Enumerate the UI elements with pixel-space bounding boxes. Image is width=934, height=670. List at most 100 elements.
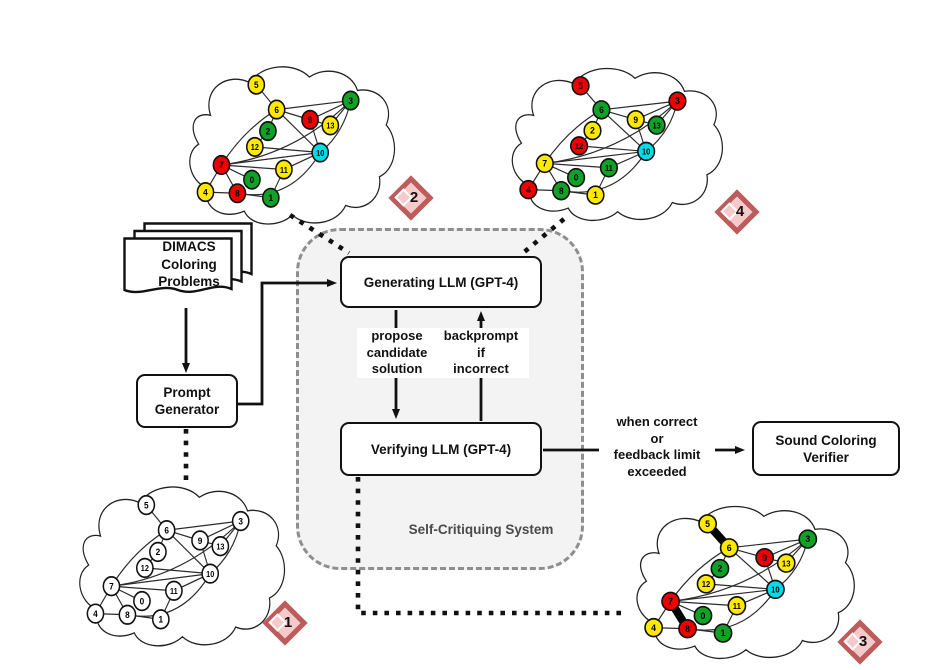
generating-llm-box: Generating LLM (GPT-4) bbox=[340, 256, 542, 308]
graph-node-13 bbox=[776, 553, 796, 573]
graph-node-label-4: 4 bbox=[203, 187, 208, 198]
graph-node-label-0: 0 bbox=[574, 172, 579, 182]
graph-node-label-8: 8 bbox=[235, 188, 240, 199]
propose-line2: candidate bbox=[366, 344, 428, 360]
graph-node-label-1: 1 bbox=[159, 614, 164, 625]
graph-node-label-7: 7 bbox=[109, 581, 114, 592]
graph-node-label-3: 3 bbox=[675, 96, 680, 106]
dimacs-documents-icon bbox=[123, 222, 253, 294]
graph-edge-6-10 bbox=[728, 547, 776, 590]
graph-edge-7-11 bbox=[670, 600, 737, 607]
graph-node-label-6: 6 bbox=[274, 104, 279, 115]
graph-edge-7-3 bbox=[670, 538, 809, 602]
graph-edge-7-3 bbox=[221, 100, 352, 166]
graph-node-2 bbox=[583, 120, 602, 141]
graph-node-label-12: 12 bbox=[141, 564, 150, 574]
graph-node-0 bbox=[693, 605, 713, 626]
graph-edge-8-10 bbox=[687, 589, 776, 631]
graph-edge-6-3 bbox=[166, 520, 241, 531]
graph-node-13 bbox=[321, 115, 340, 136]
graph-node-3 bbox=[668, 91, 687, 111]
verifying-llm-box: Verifying LLM (GPT-4) bbox=[340, 422, 542, 476]
graph-node-label-6: 6 bbox=[164, 525, 169, 536]
graph-node-label-8: 8 bbox=[125, 610, 130, 621]
badge-number: 2 bbox=[409, 189, 419, 206]
graph-edge-12-10 bbox=[579, 145, 647, 152]
graph-node-label-7: 7 bbox=[542, 158, 547, 168]
step-badge-2: 2 bbox=[387, 174, 435, 222]
badge-number: 1 bbox=[283, 614, 293, 631]
arrow-promptgen-to-generating bbox=[238, 279, 337, 406]
backprompt-line1: backprompt bbox=[443, 328, 519, 343]
dimacs-line1: DIMACS bbox=[162, 239, 216, 254]
prompt-generator-line2: Generator bbox=[154, 402, 220, 417]
graph-node-label-7: 7 bbox=[219, 160, 224, 171]
prompt-generator-line1: Prompt bbox=[163, 385, 211, 400]
graph-edge-12-10 bbox=[144, 567, 211, 575]
propose-label: propose candidate solution bbox=[357, 328, 437, 378]
graph-edge-6-3 bbox=[276, 99, 351, 111]
graph-node-label-10: 10 bbox=[642, 147, 650, 156]
graph-node-4 bbox=[519, 179, 538, 200]
graph-node-10 bbox=[637, 141, 656, 162]
graph-node-12 bbox=[696, 574, 716, 594]
dimacs-line3: Problems bbox=[158, 274, 220, 289]
when-line2: or bbox=[650, 430, 664, 446]
step-badge-4: 4 bbox=[713, 188, 761, 236]
graph-node-label-5: 5 bbox=[705, 519, 710, 529]
graph-node-4 bbox=[86, 603, 105, 624]
graph-node-label-10: 10 bbox=[771, 585, 780, 594]
graph-node-label-9: 9 bbox=[762, 553, 767, 563]
graph-node-11 bbox=[599, 158, 618, 178]
when-line4: exceeded bbox=[627, 463, 687, 479]
graph-node-6 bbox=[267, 99, 286, 120]
backprompt-line3: incorrect bbox=[453, 361, 509, 376]
graph-node-label-11: 11 bbox=[170, 587, 178, 597]
graph-node-label-7: 7 bbox=[668, 596, 673, 606]
graph-edge-7-10 bbox=[111, 572, 211, 587]
graph-node-label-13: 13 bbox=[216, 542, 225, 552]
when-line1: when correct bbox=[616, 414, 698, 429]
graph-node-7 bbox=[102, 576, 121, 597]
system-label: Self-Critiquing System bbox=[408, 522, 554, 537]
graph-node-4 bbox=[196, 182, 215, 203]
graph-node-11 bbox=[165, 580, 183, 601]
graph-node-8 bbox=[228, 183, 247, 204]
badge-number: 3 bbox=[858, 633, 868, 650]
graph-node-12 bbox=[135, 557, 154, 579]
graph-node-5 bbox=[698, 514, 718, 534]
sound-verifier-line1: Sound Coloring bbox=[775, 432, 877, 448]
graph-node-4 bbox=[644, 617, 664, 638]
graph-edge-7-11 bbox=[221, 164, 284, 171]
graph-node-6 bbox=[719, 538, 739, 558]
graph-node-7 bbox=[661, 591, 681, 612]
graph-node-label-2: 2 bbox=[590, 125, 595, 135]
graph-node-8 bbox=[552, 180, 571, 201]
graph-edge-7-3 bbox=[111, 520, 242, 587]
graph-node-label-13: 13 bbox=[782, 559, 791, 568]
graph-edge-8-10 bbox=[561, 151, 647, 193]
graph-node-label-0: 0 bbox=[140, 596, 145, 607]
graph-node-9 bbox=[626, 109, 645, 130]
graph-node-1 bbox=[261, 187, 280, 208]
graph-node-label-9: 9 bbox=[198, 535, 203, 546]
graph-node-label-12: 12 bbox=[702, 580, 711, 589]
graph-node-label-6: 6 bbox=[599, 105, 604, 115]
backprompt-label: backprompt if incorrect bbox=[433, 328, 529, 378]
generating-llm-label: Generating LLM (GPT-4) bbox=[363, 274, 519, 290]
graph-node-label-5: 5 bbox=[144, 500, 149, 511]
graph-node-12 bbox=[569, 136, 589, 156]
graph-node-label-5: 5 bbox=[578, 81, 583, 91]
graph-node-label-12: 12 bbox=[251, 143, 259, 153]
graph-node-label-2: 2 bbox=[156, 547, 161, 558]
graph-edge-6-10 bbox=[276, 109, 321, 154]
graph-node-1 bbox=[713, 623, 733, 643]
graph-node-label-8: 8 bbox=[559, 186, 564, 196]
graph-edge-7-10 bbox=[221, 151, 321, 166]
sound-coloring-verifier-box: Sound Coloring Verifier bbox=[752, 421, 900, 476]
graph-node-11 bbox=[275, 159, 293, 180]
graph-node-7 bbox=[535, 153, 554, 174]
